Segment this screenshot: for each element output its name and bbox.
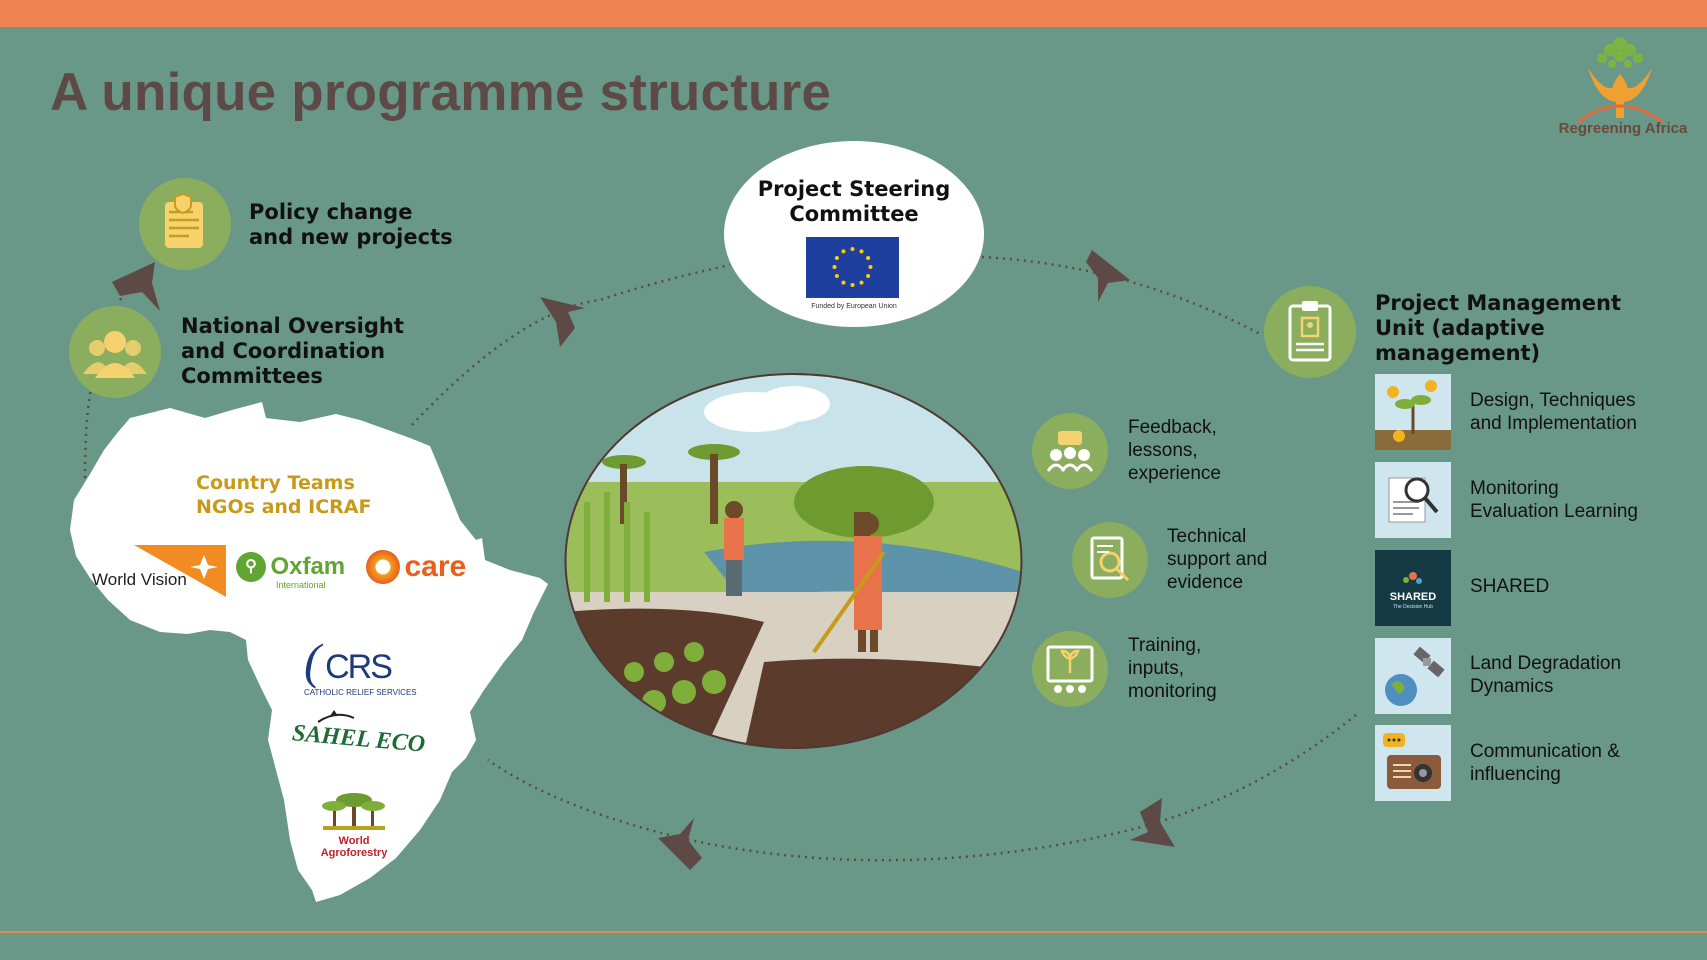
africa-map (70, 402, 548, 902)
pmu-item-communication-label: Communication & influencing (1470, 741, 1620, 785)
technical-support-label: Technical support and evidence (1167, 526, 1268, 593)
clipboard-icon (1264, 286, 1356, 378)
sahel-eco-logo: SAHEL ECO (291, 710, 426, 758)
technical-support-icon (1072, 522, 1148, 598)
care-logo: care (366, 550, 466, 584)
world-agroforestry-logo: World Agroforestry (314, 786, 394, 859)
slide-title: A unique programme structure (50, 63, 832, 122)
eu-funding-caption: Funded by European Union (811, 303, 897, 310)
steering-committee-bubble (724, 141, 984, 327)
farming-landscape-illustration (564, 373, 1023, 749)
pmu-item-shared-label: SHARED (1470, 576, 1550, 597)
world-vision-logo: World Vision (86, 545, 226, 597)
country-teams-title: Country Teams NGOs and ICRAF (196, 472, 372, 518)
shared-logo-sub: The Decision Hub (1393, 604, 1433, 610)
top-accent-bar (0, 0, 1707, 27)
policy-change-label: Policy change and new projects (249, 200, 453, 249)
pmu-title: Project Management Unit (adaptive manage… (1375, 291, 1621, 365)
logo-text: Regreening Africa (1558, 120, 1688, 137)
arrow-chevron (1130, 798, 1175, 847)
policy-change-icon (139, 178, 231, 270)
monitoring-magnifier-icon (1375, 462, 1451, 538)
oxfam-logo: ⚲ Oxfam International (236, 552, 345, 590)
bottom-accent-line (0, 931, 1707, 933)
arrow-chevron (112, 262, 160, 311)
shared-logo-text: SHARED (1390, 591, 1437, 603)
people-group-icon (69, 306, 161, 398)
pmu-item-land-degradation-label: Land Degradation Dynamics (1470, 653, 1622, 697)
feedback-label: Feedback, lessons, experience (1128, 417, 1221, 484)
pmu-item-monitoring-label: Monitoring Evaluation Learning (1470, 478, 1638, 522)
steering-committee-title: Project Steering Committee (757, 177, 951, 226)
radio-communication-icon (1375, 725, 1451, 801)
training-label: Training, inputs, monitoring (1128, 635, 1217, 702)
arrow-chevron (1086, 250, 1130, 302)
training-icon (1032, 631, 1108, 707)
arrow-chevron (540, 297, 585, 347)
crs-logo: ( CRS CATHOLIC RELIEF SERVICES (304, 633, 417, 697)
arrow-chevron (658, 818, 702, 870)
eu-flag-icon (806, 237, 899, 298)
regreening-africa-logo (1577, 37, 1663, 124)
design-techniques-icon (1375, 374, 1451, 450)
pmu-item-design-label: Design, Techniques and Implementation (1470, 390, 1637, 434)
satellite-earth-icon (1375, 638, 1451, 714)
national-oversight-label: National Oversight and Coordination Comm… (181, 314, 404, 388)
shared-logo-icon: SHARED The Decision Hub (1375, 550, 1451, 626)
feedback-icon (1032, 413, 1108, 489)
